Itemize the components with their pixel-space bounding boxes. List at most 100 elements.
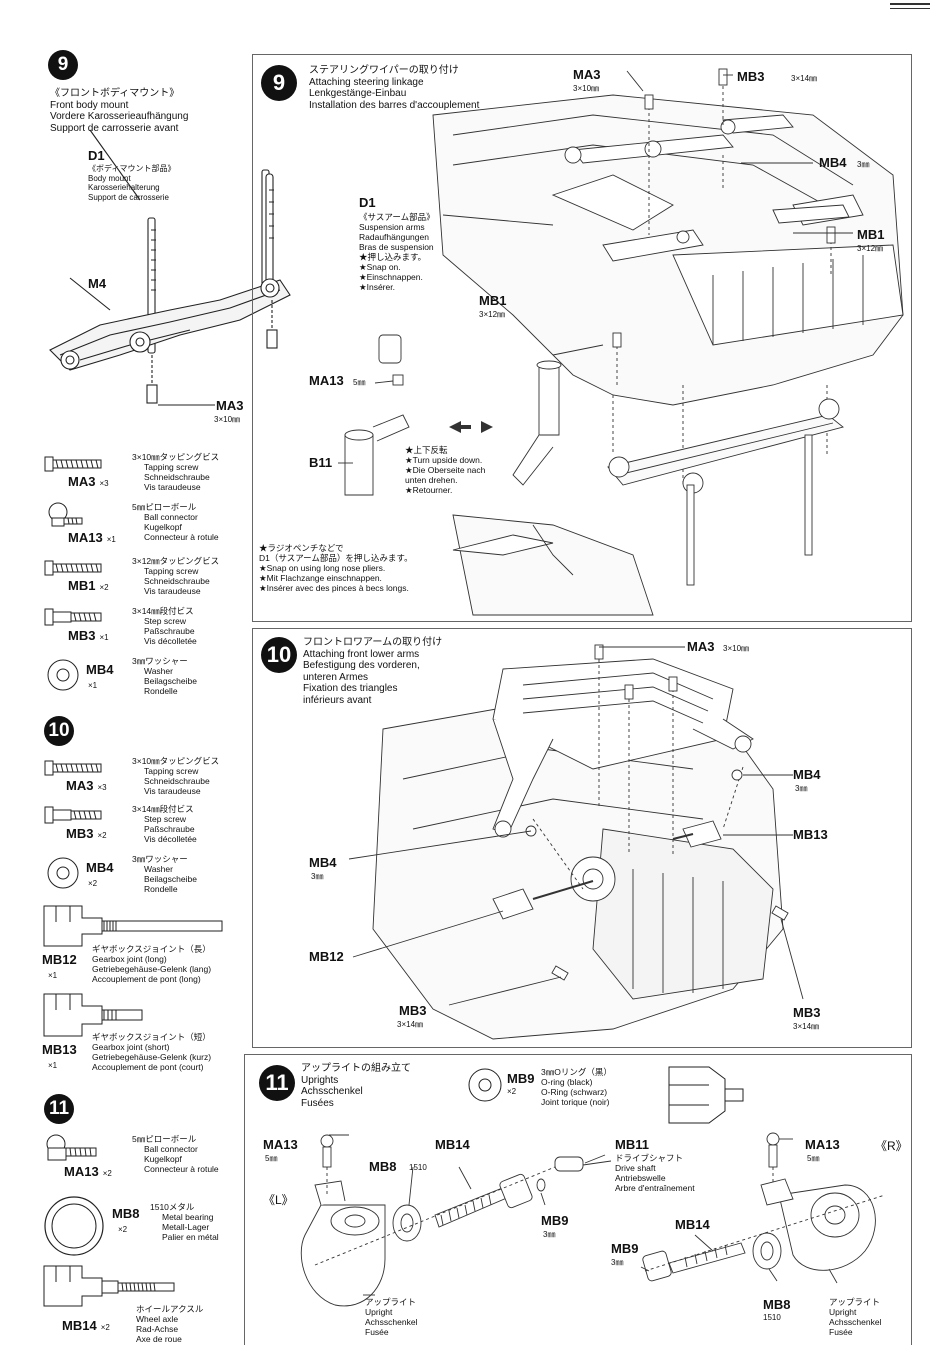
step9-number-badge: 9 [48,50,78,80]
part-desc-jp: 3×12㎜タッピングビス [132,556,220,566]
part-desc-jp: ホイールアクスル [136,1304,204,1314]
part-desc-de: Paßschraube [144,824,195,834]
p11-mb8-right-label: MB8 [763,1297,791,1312]
ball-connector-icon [46,1134,97,1161]
p11-upright-right-en: Upright [829,1307,857,1317]
p11-mb11-de: Antriebswelle [615,1173,666,1183]
panel9-title-fr: Installation des barres d'accouplement [309,99,480,111]
p9-snap-de: ★Einschnappen. [359,272,423,282]
part-desc-fr: Connecteur à rotule [144,532,219,542]
p9-mb4-size: 3㎜ [857,160,870,169]
p11-mb9-right-label: MB9 [611,1241,639,1256]
part-desc-de: Schneidschraube [144,776,210,786]
panel10-title-fr2: inférieurs avant [303,694,372,706]
p11-mb11-desc: ドライブシャフト Drive shaft Antriebswelle Arbre… [615,1153,695,1193]
part-desc-fr: Vis taraudeuse [144,786,201,796]
part-desc-jp: 1510メタル [150,1202,195,1212]
part-row-ma13: MA13×2 5㎜ピローボール Ball connector Kugelkopf… [40,1134,250,1184]
panel9-title-en: Attaching steering linkage [309,76,424,88]
panel10-title-de1: Befestigung des vorderen, [303,660,420,671]
d1-desc-de: Karosseriehalterung [88,183,160,192]
part-desc-fr: Rondelle [144,686,178,696]
p9-flip-jp: ★上下反転 [405,445,448,455]
part-desc-en: Ball connector [144,1144,198,1154]
part-desc-fr: Connecteur à rotule [144,1164,219,1174]
p11-mb9-desc: 3㎜Oリング（黒） O-ring (black) O-Ring (schwarz… [541,1067,612,1107]
p9-flip-en: ★Turn upside down. [405,455,483,465]
panel11-title-de: Achsschenkel [301,1086,363,1097]
part-code-text: MB14 [62,1318,97,1333]
part-desc-de: Schneidschraube [144,576,210,586]
d1-label: D1 [88,148,105,163]
p11-mb9-jp: 3㎜Oリング（黒） [541,1067,612,1077]
part-desc: 3×14㎜段付ビス Step screw Paßschraube Vis déc… [132,804,197,844]
part-code-text: MB1 [68,578,96,593]
part-code: MB13 [42,1042,77,1057]
p9-pliers-en: ★Snap on using long nose pliers. [259,563,386,573]
part-code-text: MB13 [42,1042,77,1057]
p11-mb8-left-label: MB8 [369,1159,397,1174]
p11-mb11-en: Drive shaft [615,1163,656,1173]
part-desc-de: Kugelkopf [144,522,182,532]
d1-desc-jp: 《ボディマウント部品》 [88,164,176,173]
part-desc: 3×10㎜タッピングビス Tapping screw Schneidschrau… [132,756,219,796]
part-code-text: MA13 [64,1164,99,1179]
p9-d1-fr: Bras de suspension [359,242,434,252]
p11-ma13-left-label: MA13 [263,1137,298,1152]
p9-mb1-right-label: MB1 [857,227,885,242]
part-qty: ×2 [118,1225,128,1234]
panel10-number-badge: 10 [261,637,297,673]
part-qty: ×2 [88,879,98,888]
part-code: MB14×2 [62,1318,110,1333]
part-qty: ×1 [106,535,116,544]
p9-mb3-label: MB3 [737,69,765,84]
part-code-text: MA3 [66,778,94,793]
gearbox-joint-long-icon [43,905,223,947]
step11-number-badge: 11 [44,1094,74,1124]
p11-upright-left-jp: アップライト [365,1297,417,1307]
part-code-text: MB4 [86,860,114,875]
part-desc: 3×14㎜段付ビス Step screw Paßschraube Vis déc… [132,606,197,646]
part-row-ma13: MA13×1 5㎜ピローボール Ball connector Kugelkopf… [40,502,250,552]
part-desc-fr: Accouplement de pont (long) [92,974,201,984]
p9-ma3-label: MA3 [573,67,601,82]
p9-d1-desc: 《サスアーム部品》 Suspension arms Radaufhängunge… [359,212,435,292]
step10-number-badge: 10 [44,716,74,746]
part-qty-wrap: ×2 [114,1220,127,1235]
part-desc-fr: Vis taraudeuse [144,586,201,596]
top-rule [890,3,930,5]
part-desc-jp: ギヤボックスジョイント（短） [92,1032,211,1042]
p11-r-mark: 《R》 [875,1139,908,1153]
p11-mb9-en: O-ring (black) [541,1077,593,1087]
p11-upright-right-de: Achsschenkel [829,1317,882,1327]
part-desc: 5㎜ピローボール Ball connector Kugelkopf Connec… [132,502,219,542]
part-desc-en: Wheel axle [136,1314,179,1324]
part-desc-jp: 3×14㎜段付ビス [132,804,194,814]
p9-d1-label: D1 [359,195,376,210]
part-desc-de: Metall-Lager [162,1222,210,1232]
panel9-title-de: Lenkgestänge-Einbau [309,88,407,99]
p9-flip-de2: unten drehen. [405,475,458,485]
part-desc-en: Tapping screw [144,766,199,776]
step9-title-fr: Support de carrosserie avant [50,122,179,134]
part-desc: 5㎜ピローボール Ball connector Kugelkopf Connec… [132,1134,219,1174]
step9-title-en: Front body mount [50,99,129,111]
p11-upright-right-desc: アップライト Upright Achsschenkel Fusée [829,1297,881,1337]
step9-title-jp: 《フロントボディマウント》 [50,88,180,99]
part-code: MB4 [86,662,113,677]
part-desc-fr: Accouplement de pont (court) [92,1062,204,1072]
part-code: MA3×3 [66,778,107,793]
part-desc-en: Step screw [144,814,187,824]
p9-pliers-fr: ★Insérer avec des pinces à becs longs. [259,583,409,593]
p9-mb1-mid-label: MB1 [479,293,507,308]
part-qty: ×1 [48,1061,58,1070]
part-desc: 3㎜ワッシャー Washer Beilagscheibe Rondelle [132,656,197,696]
o-ring-icon [468,1068,502,1102]
part-qty-wrap: ×1 [44,1056,57,1071]
panel10-title-de2: unteren Armes [303,671,369,683]
part-row-mb12: MB12 ×1 ギヤボックスジョイント（長） Gearbox joint (lo… [40,904,250,984]
part-qty-wrap: ×1 [84,676,97,691]
part-qty: ×1 [48,971,58,980]
p9-flip-fr: ★Retourner. [405,485,453,495]
part-code: MA3×3 [68,474,109,489]
